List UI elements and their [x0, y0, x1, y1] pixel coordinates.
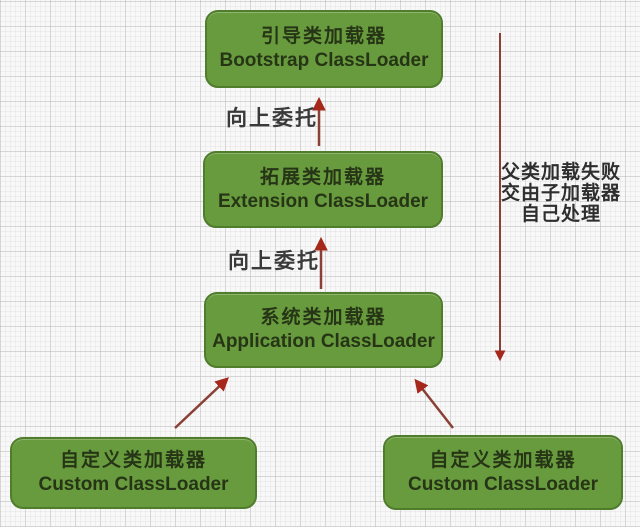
custom-left-to-application-arrow [174, 377, 230, 429]
parent-fail-note-line-1: 父类加载失败 [500, 162, 621, 183]
extension-classloader-label-en: Extension ClassLoader [217, 190, 429, 212]
extension-classloader-label-zh: 拓展类加载器 [259, 166, 386, 188]
parent-fail-note-line-3: 自己处理 [520, 204, 601, 225]
delegate-up-label-1: 向上委托 [226, 107, 318, 130]
custom-classloader-left-box: 自定义类加载器 Custom ClassLoader [10, 437, 257, 509]
custom-classloader-left-label-zh: 自定义类加载器 [59, 450, 207, 471]
delegate-up-label-2: 向上委托 [228, 250, 320, 273]
custom-classloader-right-label-zh: 自定义类加载器 [429, 449, 577, 471]
bootstrap-classloader-box: 引导类加载器 Bootstrap ClassLoader [205, 10, 443, 88]
bootstrap-classloader-label-zh: 引导类加载器 [260, 26, 387, 47]
custom-right-to-application-arrow [414, 378, 454, 429]
custom-classloader-right-box: 自定义类加载器 Custom ClassLoader [383, 435, 623, 510]
application-classloader-box: 系统类加载器 Application ClassLoader [204, 292, 443, 368]
extension-classloader-box: 拓展类加载器 Extension ClassLoader [203, 151, 443, 228]
custom-classloader-right-label-en: Custom ClassLoader [407, 473, 599, 495]
bootstrap-classloader-label-en: Bootstrap ClassLoader [219, 50, 429, 71]
application-classloader-label-zh: 系统类加载器 [260, 307, 387, 328]
application-classloader-label-en: Application ClassLoader [212, 331, 435, 352]
parent-fail-note-line-2: 交由子加载器 [500, 183, 621, 204]
parent-fail-note: 父类加载失败 交由子加载器 自己处理 [500, 162, 622, 225]
custom-classloader-left-label-en: Custom ClassLoader [38, 474, 229, 495]
